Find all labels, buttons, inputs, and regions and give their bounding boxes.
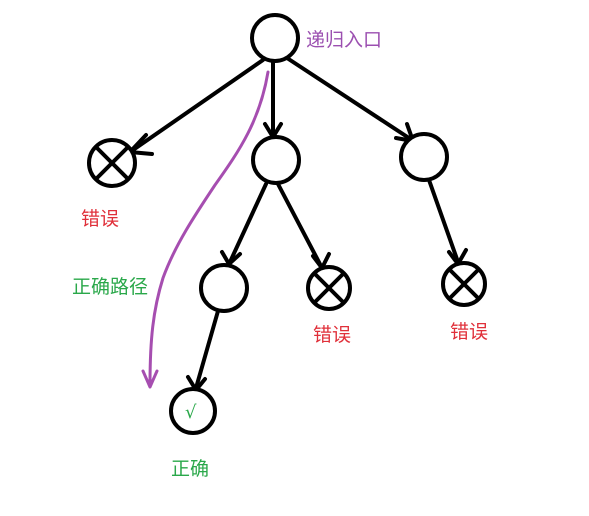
edge-right-rightx — [427, 178, 460, 264]
node-wrong-right — [441, 261, 487, 307]
check-mark-icon: √ — [185, 402, 197, 423]
tree-nodes — [87, 13, 487, 435]
node-lower-left — [199, 263, 249, 313]
edge-middle-lowerleft — [228, 182, 268, 264]
edge-middle-lowerx — [276, 182, 323, 268]
edge-root-right — [285, 56, 414, 142]
node-root — [250, 13, 300, 63]
node-wrong-middle — [306, 265, 352, 311]
edge-lowerleft-correct — [194, 309, 220, 390]
label-correct: 正确 — [171, 458, 209, 480]
label-correct-path: 正确路径 — [72, 276, 148, 298]
correct-path-arrow — [141, 70, 270, 389]
node-right — [399, 132, 449, 182]
node-middle — [251, 135, 301, 185]
label-entry: 递归入口 — [306, 29, 382, 51]
edge-root-left — [131, 58, 265, 152]
node-correct — [169, 387, 217, 435]
node-wrong-left — [87, 138, 137, 188]
label-wrong-middle: 错误 — [313, 324, 351, 346]
label-wrong-left: 错误 — [81, 208, 119, 230]
label-wrong-right: 错误 — [450, 321, 488, 343]
tree-edges — [125, 56, 468, 394]
